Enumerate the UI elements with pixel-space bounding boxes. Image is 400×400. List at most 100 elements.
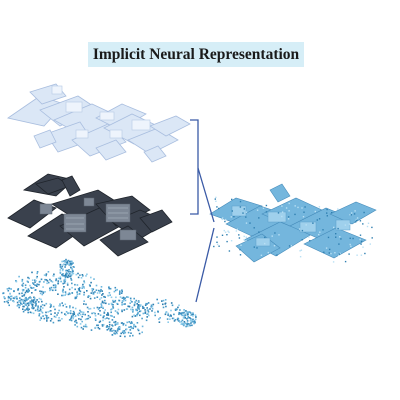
point-cloud-point bbox=[167, 314, 169, 316]
point-cloud-point bbox=[10, 295, 13, 298]
point-cloud-point bbox=[35, 302, 37, 305]
point-cloud-point bbox=[94, 314, 97, 317]
point-cloud-point bbox=[91, 312, 93, 315]
point-cloud-point bbox=[69, 305, 71, 307]
point-cloud-point bbox=[87, 317, 90, 320]
point-cloud-point bbox=[79, 274, 81, 276]
point-cloud-point bbox=[49, 310, 52, 312]
point-cloud-point bbox=[100, 286, 103, 288]
point-cloud-point bbox=[162, 299, 165, 302]
point-cloud-point bbox=[21, 295, 24, 297]
point-cloud-point bbox=[141, 331, 143, 334]
reconstruction-texture-point bbox=[228, 231, 230, 233]
point-cloud-point bbox=[57, 280, 60, 282]
point-cloud-point bbox=[54, 286, 57, 289]
point-cloud-point bbox=[65, 269, 67, 272]
point-cloud-point bbox=[91, 290, 94, 292]
point-cloud-point bbox=[40, 317, 43, 320]
point-cloud-point bbox=[166, 318, 169, 320]
point-cloud-point bbox=[29, 311, 32, 314]
point-cloud-point bbox=[50, 280, 53, 282]
point-cloud-point bbox=[61, 302, 63, 304]
point-cloud-point bbox=[136, 314, 138, 317]
point-cloud-point bbox=[114, 333, 116, 335]
point-cloud-point bbox=[141, 325, 144, 328]
point-cloud-point bbox=[146, 309, 149, 312]
reconstruction-texture-point bbox=[256, 247, 258, 249]
reconstruction-texture-point bbox=[215, 196, 217, 199]
point-cloud-point bbox=[78, 289, 80, 291]
point-cloud-point bbox=[81, 320, 83, 323]
point-cloud-point bbox=[169, 318, 171, 320]
point-cloud-point bbox=[183, 323, 186, 325]
reconstruction-texture-point bbox=[239, 200, 242, 203]
point-cloud-point bbox=[32, 282, 34, 284]
point-cloud-point bbox=[174, 319, 177, 321]
point-cloud-point bbox=[7, 289, 10, 292]
point-cloud-point bbox=[93, 297, 96, 299]
point-cloud-point bbox=[69, 260, 71, 263]
point-cloud-point bbox=[72, 272, 75, 275]
point-cloud-point bbox=[70, 317, 72, 320]
point-cloud-point bbox=[145, 319, 148, 322]
reconstruction-texture-point bbox=[245, 216, 247, 218]
point-cloud-point bbox=[150, 304, 153, 307]
reconstruction-texture-point bbox=[231, 210, 233, 212]
point-cloud-point bbox=[28, 277, 30, 280]
reconstruction-texture-point bbox=[258, 231, 260, 233]
point-cloud-point bbox=[186, 318, 188, 320]
point-cloud-point bbox=[83, 291, 85, 294]
reconstruction-texture-point bbox=[245, 239, 247, 242]
point-cloud-point bbox=[39, 290, 41, 292]
point-cloud-point bbox=[117, 312, 119, 315]
point-cloud-point bbox=[61, 294, 63, 297]
point-cloud-point bbox=[80, 318, 82, 321]
point-cloud-point bbox=[169, 314, 172, 316]
reconstruction-texture-point bbox=[338, 253, 340, 255]
point-cloud-point bbox=[38, 297, 41, 300]
point-cloud-point bbox=[3, 296, 6, 299]
point-cloud-point bbox=[46, 282, 48, 285]
point-cloud-point bbox=[36, 283, 38, 285]
point-cloud-point bbox=[34, 279, 36, 281]
reconstruction-texture-point bbox=[287, 218, 290, 220]
point-cloud-point bbox=[173, 313, 175, 316]
point-cloud-point bbox=[146, 303, 148, 305]
reconstruction-texture-point bbox=[330, 252, 332, 255]
point-cloud-point bbox=[193, 321, 195, 323]
reconstruction-texture-point bbox=[287, 216, 290, 218]
point-cloud-point bbox=[25, 308, 28, 310]
point-cloud-point bbox=[110, 296, 113, 299]
reconstruction-texture-point bbox=[288, 245, 291, 247]
point-cloud-point bbox=[42, 286, 44, 288]
point-cloud-point bbox=[30, 303, 33, 305]
point-cloud-point bbox=[144, 304, 147, 306]
point-cloud-point bbox=[137, 304, 140, 307]
point-cloud-point bbox=[179, 321, 181, 323]
point-cloud-point bbox=[137, 300, 140, 302]
reconstruction-texture-point bbox=[221, 234, 224, 236]
point-cloud-point bbox=[36, 307, 39, 310]
point-cloud-point bbox=[184, 322, 186, 325]
point-cloud-point bbox=[58, 309, 60, 312]
point-cloud-point bbox=[27, 281, 29, 283]
reconstruction-texture-point bbox=[226, 234, 228, 236]
point-cloud-point bbox=[181, 323, 184, 325]
point-cloud-point bbox=[188, 323, 190, 325]
reconstruction-texture-point bbox=[356, 217, 359, 219]
point-cloud-point bbox=[63, 286, 65, 288]
point-cloud-point bbox=[70, 279, 73, 281]
point-cloud-point bbox=[33, 299, 35, 301]
reconstruction-texture-point bbox=[325, 247, 328, 249]
point-cloud-point bbox=[191, 319, 193, 321]
point-cloud-point bbox=[190, 318, 192, 320]
point-cloud-point bbox=[53, 286, 55, 289]
reconstruction-texture-point bbox=[359, 234, 362, 236]
point-cloud-point bbox=[194, 318, 197, 321]
point-cloud-point bbox=[77, 313, 79, 316]
point-cloud-point bbox=[117, 308, 120, 311]
point-cloud-point bbox=[82, 275, 84, 277]
point-cloud-point bbox=[69, 312, 71, 314]
point-cloud-point bbox=[111, 325, 114, 327]
reconstruction-texture-point bbox=[276, 254, 278, 256]
